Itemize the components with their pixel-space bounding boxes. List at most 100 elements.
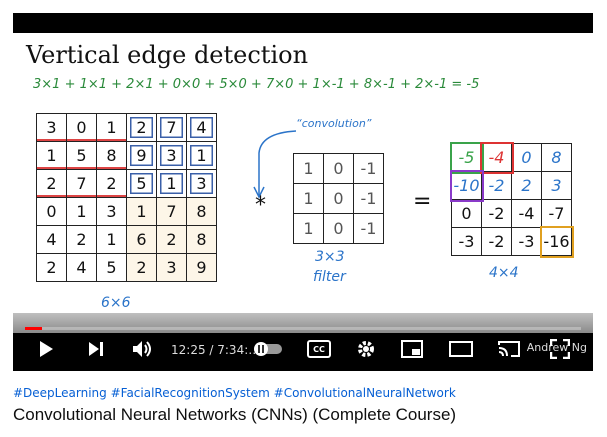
input-matrix-cell: 1 (66, 197, 97, 226)
play-icon (40, 341, 53, 357)
input-matrix-cell: 3 (156, 141, 187, 170)
input-matrix-cell: 2 (126, 253, 157, 282)
output-matrix-cell: -3 (451, 227, 482, 256)
output-matrix-cell: -3 (511, 227, 542, 256)
filter-matrix-cell: -1 (353, 153, 384, 184)
input-matrix-cell: 4 (66, 253, 97, 282)
input-matrix-cell: 7 (156, 113, 187, 142)
filter-size-label: 3×3 (315, 249, 345, 265)
fullscreen-button[interactable] (547, 337, 573, 361)
output-matrix-cell: 0 (451, 199, 482, 228)
output-matrix-cell: -5 (449, 141, 484, 174)
output-matrix-cell: 0 (511, 143, 542, 172)
output-matrix-cell: -2 (481, 171, 512, 200)
cast-icon (498, 341, 520, 357)
volume-icon (133, 341, 151, 357)
input-matrix-cell: 1 (36, 141, 67, 170)
input-matrix-cell: 0 (66, 113, 97, 142)
filter-matrix-cell: -1 (353, 213, 384, 244)
video-title: Convolutional Neural Networks (CNNs) (Co… (13, 405, 457, 424)
volume-button[interactable] (129, 337, 157, 361)
input-matrix-cell: 7 (66, 169, 97, 198)
output-size-label: 4×4 (489, 265, 519, 281)
input-matrix-cell: 2 (36, 253, 67, 282)
output-matrix-cell: -4 (511, 199, 542, 228)
input-matrix-cell: 3 (96, 197, 127, 226)
cast-button[interactable] (495, 337, 523, 361)
output-matrix-cell: -16 (539, 225, 574, 258)
player-controls: 12:25 / 7:34:… CC Andrew Ng (13, 313, 593, 371)
autoplay-toggle-icon (254, 342, 282, 356)
input-matrix-cell: 5 (66, 141, 97, 170)
next-button[interactable] (83, 337, 109, 361)
input-matrix-cell: 1 (156, 169, 187, 198)
input-matrix-cell: 5 (126, 169, 157, 198)
input-matrix-cell: 1 (186, 141, 217, 170)
input-matrix-cell: 5 (96, 253, 127, 282)
input-matrix-cell: 6 (126, 225, 157, 254)
play-button[interactable] (33, 337, 59, 361)
input-matrix-cell: 8 (186, 225, 217, 254)
filter-matrix-cell: 1 (293, 153, 324, 184)
input-matrix-cell: 9 (126, 141, 157, 170)
output-matrix-cell: 2 (511, 171, 542, 200)
input-matrix-cell: 0 (36, 197, 67, 226)
input-matrix-cell: 2 (66, 225, 97, 254)
filter-matrix-cell: 1 (293, 183, 324, 214)
hashtag-links[interactable]: #DeepLearning #FacialRecognitionSystem #… (13, 386, 456, 400)
input-matrix-cell: 2 (156, 225, 187, 254)
input-matrix-cell: 7 (156, 197, 187, 226)
input-matrix-cell: 3 (36, 113, 67, 142)
theater-button[interactable] (447, 337, 475, 361)
handwritten-formula: 3×1 + 1×1 + 2×1 + 0×0 + 5×0 + 7×0 + 1×-1… (33, 77, 480, 92)
input-matrix-cell: 4 (186, 113, 217, 142)
input-matrix-cell: 4 (36, 225, 67, 254)
input-matrix-cell: 9 (186, 253, 217, 282)
filter-matrix-cell: 1 (293, 213, 324, 244)
input-matrix-cell: 8 (186, 197, 217, 226)
output-matrix-cell: -2 (481, 227, 512, 256)
settings-button[interactable] (353, 337, 379, 361)
input-matrix-cell: 3 (156, 253, 187, 282)
fullscreen-icon (550, 339, 570, 359)
progress-bar[interactable] (25, 327, 581, 330)
filter-matrix-cell: 0 (323, 153, 354, 184)
input-matrix-cell: 2 (126, 113, 157, 142)
settings-icon (358, 341, 374, 357)
video-frame[interactable]: Vertical edge detection 3×1 + 1×1 + 2×1 … (13, 33, 593, 333)
input-matrix-cell: 2 (36, 169, 67, 198)
input-matrix-cell: 1 (96, 225, 127, 254)
theater-icon (449, 341, 473, 357)
output-matrix-cell: -4 (479, 141, 514, 174)
input-size-label: 6×6 (101, 295, 131, 311)
output-matrix-cell: -7 (541, 199, 572, 228)
output-matrix-cell: 3 (541, 171, 572, 200)
miniplayer-icon (401, 340, 423, 358)
slide-title: Vertical edge detection (26, 41, 309, 69)
input-matrix-cell: 2 (96, 169, 127, 198)
miniplayer-button[interactable] (399, 337, 425, 361)
filter-matrix-cell: 0 (323, 183, 354, 214)
filter-matrix-cell: 0 (323, 213, 354, 244)
output-matrix-cell: -10 (449, 169, 484, 202)
video-player[interactable]: Vertical edge detection 3×1 + 1×1 + 2×1 … (13, 13, 593, 371)
output-matrix-cell: 8 (541, 143, 572, 172)
autoplay-toggle[interactable] (251, 337, 285, 361)
output-matrix-cell: -2 (481, 199, 512, 228)
input-matrix-cell: 1 (126, 197, 157, 226)
filter-label: filter (313, 269, 346, 285)
captions-button[interactable]: CC (305, 337, 333, 361)
output-matrix-row: -3-2-3-16 (451, 225, 574, 258)
next-icon (89, 342, 103, 356)
